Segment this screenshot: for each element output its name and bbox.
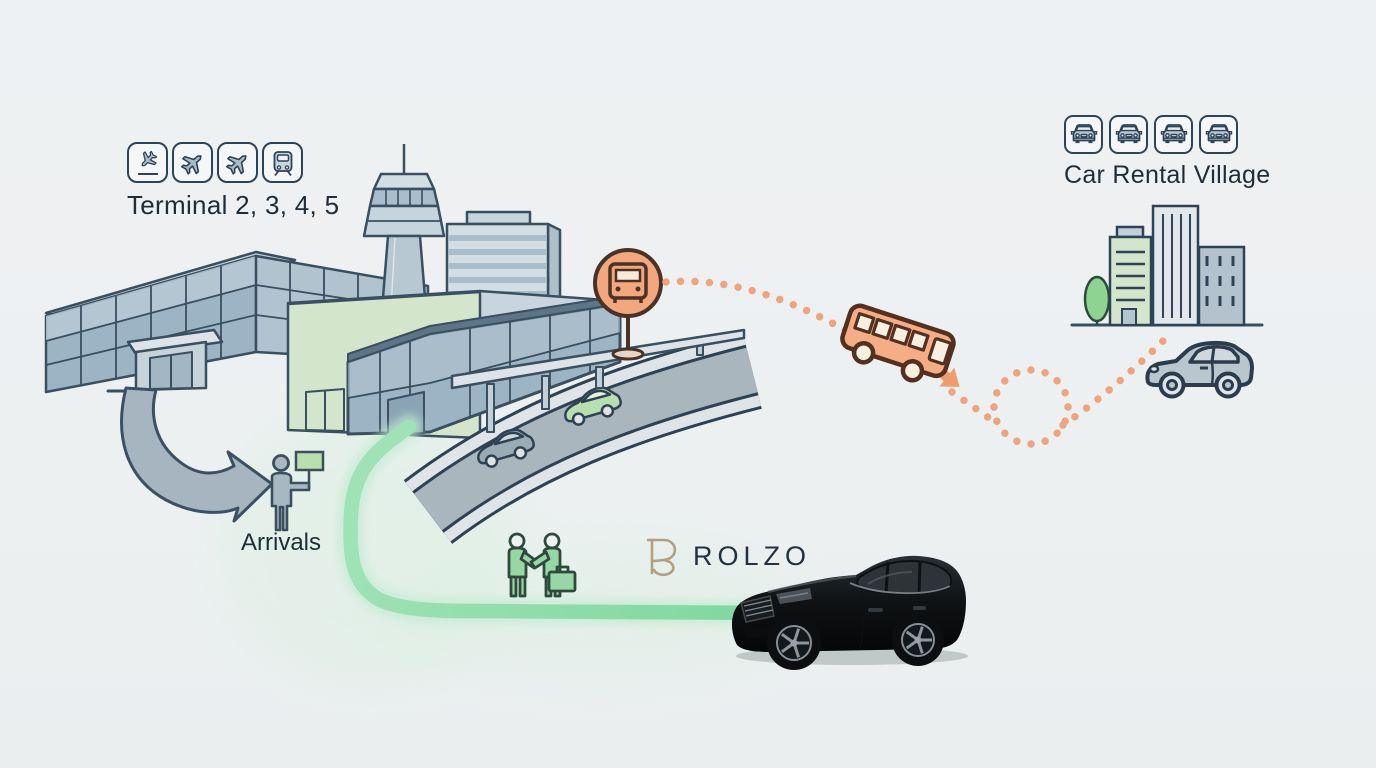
route-loop-path	[990, 366, 1072, 448]
car-front-icon	[1064, 115, 1103, 154]
rental-village-buildings	[1070, 204, 1264, 327]
tree-icon	[1083, 275, 1111, 325]
bus-stop-sign-icon	[593, 248, 663, 361]
rolzo-wordmark: ROLZO	[693, 540, 812, 571]
train-icon	[262, 142, 303, 183]
plane-landing-icon	[127, 142, 168, 183]
greeter-sign	[294, 450, 325, 472]
terminal-label: Terminal 2, 3, 4, 5	[127, 190, 340, 220]
sedan-rear-wheel	[892, 614, 944, 666]
car-front-icon	[1154, 115, 1193, 154]
plane-icon	[172, 142, 213, 183]
rental-label: Car Rental Village	[1064, 161, 1271, 189]
sedan-front-wheel	[767, 616, 821, 670]
exit-arrow	[120, 386, 274, 523]
terminal-block: Terminal 2, 3, 4, 5	[127, 142, 339, 221]
terminal-canopy	[450, 328, 746, 433]
briefcase-icon	[547, 565, 577, 593]
road-car-gray	[477, 428, 535, 468]
green-route	[337, 414, 795, 626]
chauffeur-sedan	[731, 555, 968, 670]
access-road	[403, 331, 762, 544]
terminal-icon-row	[127, 142, 339, 183]
control-tower	[362, 144, 446, 312]
rental-icon-row	[1064, 115, 1270, 154]
handshake-icon	[507, 532, 577, 598]
rolzo-r-mark-icon	[646, 538, 677, 577]
road-car-green	[564, 386, 622, 426]
car-front-icon	[1199, 115, 1238, 154]
rolzo-brand: ROLZO	[644, 533, 811, 579]
rental-block: Car Rental Village	[1064, 115, 1270, 190]
shuttle-bus-icon	[840, 303, 956, 383]
car-front-icon	[1109, 115, 1148, 154]
plane-icon	[217, 142, 258, 183]
rental-car	[1145, 340, 1254, 399]
greeter-icon	[270, 450, 325, 532]
arrivals-label: Arrivals	[241, 529, 322, 556]
